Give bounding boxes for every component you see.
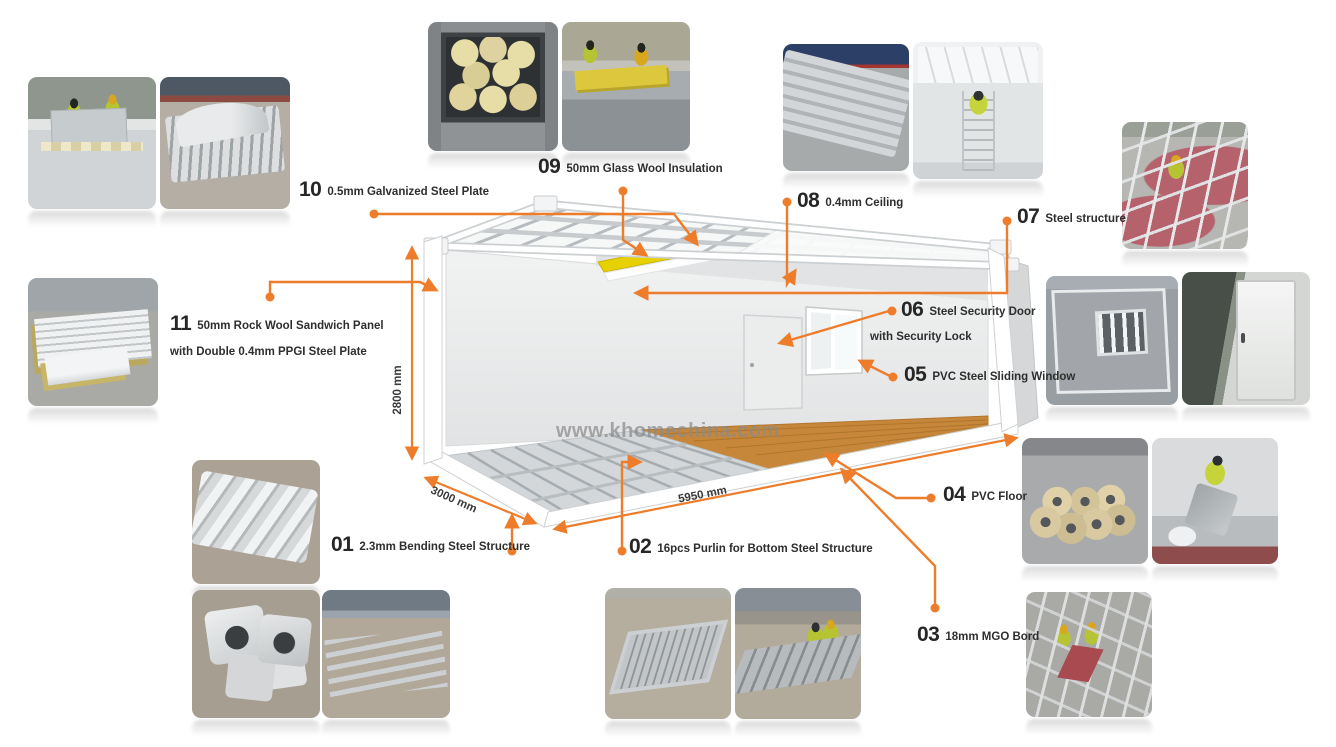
callout-number: 11 [170,312,192,335]
photo-reflection [1046,407,1178,427]
door-outline [743,314,803,411]
leader-03 [839,467,937,606]
callout-text: Steel structure [1045,213,1126,226]
corner-post-left [423,235,443,465]
callout-text: Steel Security Door [929,306,1036,319]
watermark: www.khomechina.com [556,420,780,442]
callout-number: 08 [797,189,820,212]
leader-08 [781,204,797,289]
callout-number: 03 [917,623,940,646]
photo-steel-security-door [1182,272,1310,405]
photo-stacked-ceiling-panels [783,44,909,171]
callout-text: PVC Floor [971,491,1027,504]
photo-reflection [28,408,158,428]
leader-10 [374,212,699,247]
callout-number: 02 [629,535,652,558]
leader-07 [632,223,1009,301]
photo-container-with-barred-window [1046,276,1178,405]
callout-02: 02 16pcs Purlin for Bottom Steel Structu… [629,536,873,557]
photo-reflection [605,721,731,741]
leader-06 [777,309,890,347]
photo-steel-structure-assembly [1122,122,1248,249]
callout-text: 50mm Rock Wool Sandwich Panel [197,320,384,333]
photo-reflection [160,211,290,231]
callout-text: 0.5mm Galvanized Steel Plate [327,186,490,199]
callout-text: 18mm MGO Bord [945,631,1040,644]
ceiling-plate-layer [603,252,711,282]
photo-reflection [428,153,558,173]
photo-reflection [1022,566,1148,586]
callout-text: 0.4mm Ceiling [825,197,904,210]
callout-number: 05 [904,363,927,386]
leader-lines [268,193,1009,606]
callout-number: 09 [538,155,561,178]
leader-09 [621,193,649,257]
callout-11: 11 50mm Rock Wool Sandwich Panel [170,313,384,334]
photo-reflection [1182,407,1310,427]
callout-number: 04 [943,483,966,506]
photo-reflection [913,181,1043,201]
leader-02 [620,454,644,549]
callout-11-line2: with Double 0.4mm PPGI Steel Plate [170,346,367,358]
photo-steel-beams-on-ground [322,590,450,718]
photo-reflection [192,720,320,740]
photo-reflection [28,211,156,231]
callout-number: 07 [1017,205,1040,228]
callout-number: 06 [901,298,924,321]
photo-workers-assembling-bottom-frame [735,588,861,719]
callout-07: 07 Steel structure [1017,206,1126,227]
callout-04: 04 PVC Floor [943,484,1027,505]
callout-text: PVC Steel Sliding Window [932,371,1076,384]
photo-workers-installing-wall-panel [28,77,156,209]
photo-bending-steel-profiles [192,460,320,584]
photo-stacked-bent-steel-plates [160,77,290,209]
callout-05: 05 PVC Steel Sliding Window [904,364,1075,385]
corner-fitting [533,195,558,212]
leader-dots [265,186,1012,613]
roof-structure [423,195,1020,272]
callout-01: 01 2.3mm Bending Steel Structure [331,534,530,555]
callout-10: 10 0.5mm Galvanized Steel Plate [299,179,489,200]
photo-worker-laying-pvc-floor [1152,438,1278,564]
callout-06: 06 Steel Security Door [901,299,1035,320]
callout-08: 08 0.4mm Ceiling [797,190,903,211]
sliding-window [805,306,863,376]
photo-reflection [1122,251,1248,271]
callout-text: 16pcs Purlin for Bottom Steel Structure [657,543,873,556]
dimension-line-length [552,433,1019,534]
photo-reflection [1152,566,1278,586]
photo-pvc-floor-rolls [1022,438,1148,564]
callout-number: 10 [299,178,322,201]
callout-text: 2.3mm Bending Steel Structure [359,541,530,554]
photo-reflection [562,153,690,173]
photo-glass-wool-rolls-in-container [428,22,558,151]
callout-09: 09 50mm Glass Wool Insulation [538,156,723,177]
photo-reflection [1026,719,1152,739]
callout-number: 01 [331,533,354,556]
photo-reflection [735,721,861,741]
dimension-height-label: 2800 mm [392,365,404,415]
photo-workers-laying-glass-wool-on-roof [562,22,690,151]
photo-reflection [322,720,450,740]
photo-steel-corner-blocks [192,590,320,718]
photo-bottom-steel-frame [605,588,731,719]
photo-reflection [783,173,909,193]
photo-rock-wool-sandwich-panels [28,278,158,406]
photo-workers-placing-mgo-board [1026,592,1152,717]
leader-11 [268,277,439,295]
leader-05 [857,359,891,378]
leader-04 [823,452,928,500]
photo-worker-installing-ceiling [913,42,1043,179]
container-house [422,195,1039,528]
callout-text: 50mm Glass Wool Insulation [566,163,723,176]
callout-03: 03 18mm MGO Bord [917,624,1039,645]
callout-06-line2: with Security Lock [870,331,972,343]
